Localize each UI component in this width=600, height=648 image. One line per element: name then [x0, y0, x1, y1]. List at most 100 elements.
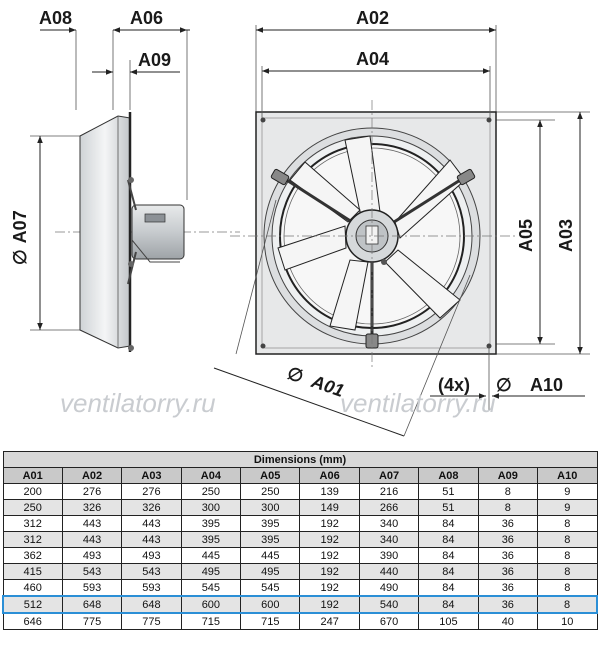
column-header-a02: A02 [61, 467, 123, 484]
table-cell-a06: 192 [299, 515, 360, 532]
table-cell-a03: 443 [121, 531, 182, 548]
column-header-a05: A05 [240, 467, 301, 484]
table-cell-a07: 670 [358, 612, 420, 630]
table-cell-a05: 300 [240, 499, 301, 516]
table-cell-a03: 543 [121, 563, 182, 580]
table-cell-a04: 395 [180, 515, 242, 532]
diameter-symbol: ∅ [10, 249, 30, 265]
diameter-symbol-a01: ∅ [285, 363, 306, 387]
column-header-a07: A07 [358, 467, 420, 484]
label-a02: A02 [356, 8, 389, 28]
table-cell-a03: 775 [121, 612, 182, 630]
table-cell-a10: 8 [537, 563, 598, 580]
label-a03: A03 [556, 219, 576, 252]
table-cell-a06: 149 [299, 499, 360, 516]
table-cell-a08: 84 [418, 531, 479, 548]
table-cell-a06: 192 [299, 563, 360, 580]
table-cell-a01: 312 [2, 531, 63, 548]
column-header-a06: A06 [299, 467, 360, 484]
diameter-symbol-a10: ∅ [496, 375, 512, 395]
table-cell-a08: 84 [418, 515, 479, 532]
table-cell-a08: 51 [418, 499, 479, 516]
table-cell-a07: 216 [358, 483, 420, 500]
label-a07: ∅ A07 [10, 210, 30, 265]
table-cell-a03: 493 [121, 547, 182, 564]
table-cell-a03: 276 [121, 483, 182, 500]
table-cell-a08: 84 [418, 579, 479, 597]
table-cell-a05: 395 [240, 531, 301, 548]
technical-drawing: A08 A06 A09 ∅A07 [10, 8, 590, 437]
table-cell-a09: 40 [477, 612, 539, 630]
table-cell-a07: 340 [358, 515, 420, 532]
table-cell-a07: 490 [358, 579, 420, 597]
table-cell-a09: 36 [477, 531, 539, 548]
table-cell-a02: 543 [61, 563, 123, 580]
table-cell-a07: 540 [358, 595, 420, 614]
table-cell-a07: 340 [358, 531, 420, 548]
column-header-a03: A03 [121, 467, 182, 484]
table-cell-a06: 192 [299, 531, 360, 548]
table-cell-a10: 8 [537, 515, 598, 532]
table-cell-a04: 545 [180, 579, 242, 597]
table-cell-a01: 200 [2, 483, 63, 500]
table-cell-a07: 440 [358, 563, 420, 580]
label-a05: A05 [516, 219, 536, 252]
table-cell-a02: 276 [61, 483, 123, 500]
table-cell-a01: 512 [1, 595, 63, 614]
column-header-a08: A08 [418, 467, 479, 484]
table-cell-a08: 105 [418, 612, 479, 630]
label-a04: A04 [356, 49, 389, 69]
table-cell-a09: 36 [477, 579, 539, 597]
watermark-left: ventilatorry.ru [60, 388, 216, 418]
table-cell-a08: 84 [418, 563, 479, 580]
table-cell-a04: 715 [180, 612, 242, 630]
table-cell-a06: 192 [299, 547, 360, 564]
table-title: Dimensions (mm) [2, 451, 598, 468]
table-cell-a03: 593 [121, 579, 182, 597]
table-cell-a08: 84 [418, 595, 479, 614]
table-cell-a02: 443 [61, 515, 123, 532]
table-cell-a04: 600 [180, 595, 242, 614]
table-cell-a04: 250 [180, 483, 242, 500]
table-cell-a04: 395 [180, 531, 242, 548]
table-cell-a05: 600 [240, 595, 301, 614]
table-cell-a06: 139 [299, 483, 360, 500]
label-a07-text: A07 [10, 210, 30, 243]
table-cell-a10: 8 [537, 595, 599, 614]
table-cell-a10: 9 [537, 499, 598, 516]
label-a08: A08 [39, 8, 72, 28]
table-cell-a03: 648 [121, 595, 182, 614]
table-cell-a01: 250 [2, 499, 63, 516]
table-cell-a02: 443 [61, 531, 123, 548]
table-cell-a09: 36 [477, 515, 539, 532]
table-cell-a07: 266 [358, 499, 420, 516]
table-cell-a05: 445 [240, 547, 301, 564]
table-cell-a02: 593 [61, 579, 123, 597]
table-cell-a01: 415 [2, 563, 63, 580]
label-a01: ∅A01 [285, 363, 347, 401]
table-cell-a05: 715 [240, 612, 301, 630]
table-cell-a06: 192 [299, 579, 360, 597]
column-header-a01: A01 [2, 467, 63, 484]
table-cell-a10: 8 [537, 547, 598, 564]
table-cell-a05: 250 [240, 483, 301, 500]
table-cell-a01: 646 [2, 612, 63, 630]
table-cell-a09: 36 [477, 547, 539, 564]
table-cell-a10: 10 [537, 612, 598, 630]
table-cell-a09: 36 [477, 563, 539, 580]
table-cell-a04: 300 [180, 499, 242, 516]
table-cell-a08: 84 [418, 547, 479, 564]
table-cell-a10: 8 [537, 531, 598, 548]
table-cell-a01: 460 [2, 579, 63, 597]
column-header-a09: A09 [477, 467, 539, 484]
label-a06: A06 [130, 8, 163, 28]
front-view: A02 A04 A05 A03 ∅A01 (4x) ∅ A10 [213, 8, 590, 437]
table-cell-a04: 445 [180, 547, 242, 564]
